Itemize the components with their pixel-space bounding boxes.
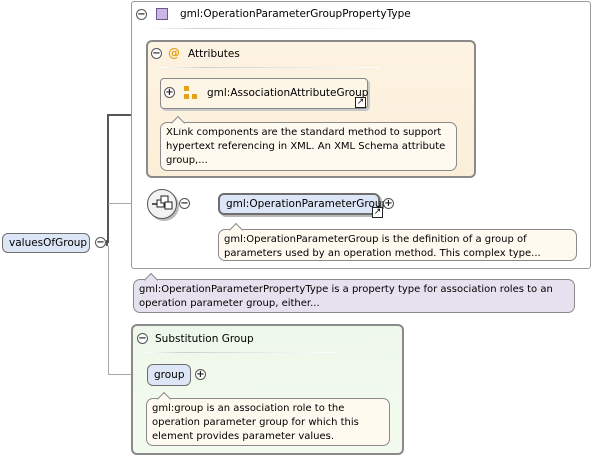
connector-root-to-type xyxy=(106,240,108,246)
link-arrow-icon: ↗ xyxy=(356,97,365,107)
attribute-group-note: XLink components are the standard method… xyxy=(160,115,457,171)
plus-icon: + xyxy=(384,197,393,209)
element-operation-parameter-group[interactable]: gml:OperationParameterGroup xyxy=(218,193,388,215)
minus-icon: − xyxy=(152,47,161,59)
element-note-text: gml:OperationParameterGroup is the defin… xyxy=(224,234,541,259)
root-element-valuesOfGroup[interactable]: valuesOfGroup xyxy=(2,233,90,253)
collapse-substitution-toggle[interactable]: − xyxy=(137,333,148,344)
connector-vertical-substitution xyxy=(108,246,109,374)
complex-type-note-text: gml:OperationParameterPropertyType is a … xyxy=(139,284,553,309)
collapse-type-toggle[interactable]: − xyxy=(136,9,147,20)
element-group-label: group xyxy=(154,369,185,381)
connector-to-sequence xyxy=(108,203,148,204)
attribute-group-note-text: XLink components are the standard method… xyxy=(166,127,446,166)
complex-type-name: gml:OperationParameterGroupPropertyType xyxy=(180,8,411,20)
minus-icon: − xyxy=(137,8,146,20)
element-group[interactable]: group xyxy=(147,364,191,386)
expand-element-toggle[interactable]: + xyxy=(383,198,394,209)
element-group-note-text: gml:group is an association role to the … xyxy=(152,403,359,442)
substitution-title-underline xyxy=(145,352,335,353)
attribute-group-box[interactable] xyxy=(160,78,368,109)
complex-type-note: gml:OperationParameterPropertyType is a … xyxy=(133,272,575,313)
connector-to-group xyxy=(108,374,148,375)
attribute-at-icon: @ xyxy=(168,46,180,60)
plus-icon: + xyxy=(165,86,174,98)
sequence-compositor[interactable] xyxy=(147,189,177,219)
collapse-root-toggle[interactable]: − xyxy=(95,237,106,248)
element-operation-parameter-group-label: gml:OperationParameterGroup xyxy=(226,198,389,210)
link-arrow-icon: ↗ xyxy=(373,207,382,217)
minus-icon: − xyxy=(138,332,147,344)
attributes-title-underline xyxy=(160,67,380,68)
minus-icon: − xyxy=(96,236,105,248)
element-link-icon[interactable]: ↗ xyxy=(372,207,383,218)
expand-attribute-group-toggle[interactable]: + xyxy=(164,87,175,98)
substitution-group-label: Substitution Group xyxy=(155,333,254,345)
plus-icon: + xyxy=(196,368,205,380)
complex-type-title-underline xyxy=(150,28,410,29)
root-element-label: valuesOfGroup xyxy=(9,237,88,249)
element-group-note: gml:group is an association role to the … xyxy=(146,391,390,446)
connector-vertical-main xyxy=(107,115,109,243)
attribute-group-icon xyxy=(183,85,199,101)
collapse-attributes-toggle[interactable]: − xyxy=(151,48,162,59)
expand-group-toggle[interactable]: + xyxy=(195,369,206,380)
connector-to-attributes xyxy=(107,114,149,116)
attribute-group-name: gml:AssociationAttributeGroup xyxy=(207,87,369,99)
minus-icon: − xyxy=(180,197,189,209)
attribute-group-link-icon[interactable]: ↗ xyxy=(355,97,366,108)
complex-type-icon xyxy=(156,8,168,20)
attributes-label: Attributes xyxy=(188,48,240,60)
sequence-icon xyxy=(152,195,173,210)
element-operation-parameter-group-note: gml:OperationParameterGroup is the defin… xyxy=(218,222,577,261)
collapse-sequence-toggle[interactable]: − xyxy=(179,198,190,209)
